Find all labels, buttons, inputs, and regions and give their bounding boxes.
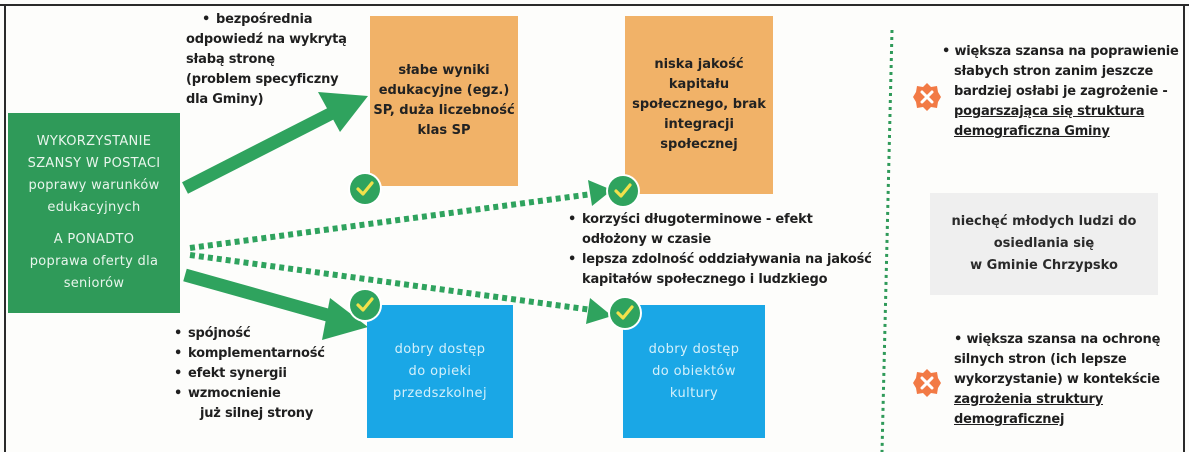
weak-education-line-4: klas SP [417,123,471,138]
social-capital-line-4: integracji [664,117,734,132]
preschool-line-2: do opieki [408,363,472,379]
weak-education-line-3: SP, duża liczebność [373,103,515,118]
synergy-item-3: efekt synergii [172,364,362,384]
x-icon-strength [913,369,941,397]
opportunity-line-4: edukacyjnych [47,200,141,215]
arrow-to-preschool [183,268,340,325]
synergy-list-note: spójność komplementarność efekt synergii… [172,324,362,424]
direct-response-line-2: odpowiedź na wykrytą [186,32,347,47]
strength-line-2: silnych stron (ich lepsze [954,352,1127,367]
synergy-item-4: wzmocnienie [172,384,362,404]
strength-link-1: zagrożenia struktury [954,392,1103,407]
young-people-line-1: niechęć młodych ludzi do [951,214,1137,229]
check-icon-social-capital [608,176,638,206]
young-people-box: niechęć młodych ludzi do osiedlania się … [930,193,1158,295]
frame-right [1183,4,1185,452]
weakness-line-1: • większa szansa na poprawienie [942,44,1179,59]
benefit-item-2: lepsza zdolność oddziaływania na jakość … [566,250,896,290]
social-capital-line-3: społecznego, brak [632,97,766,112]
preschool-line-1: dobry dostęp [394,341,486,357]
long-term-benefits-list: korzyści długoterminowe - efekt odłożony… [566,210,896,290]
social-capital-line-1: niska jakość [654,57,744,72]
x-icon-weakness [913,83,941,111]
synergy-item-2: komplementarność [172,344,362,364]
strength-protection-note: • większa szansa na ochronę silnych stro… [942,330,1182,430]
weakness-link-1: pogarszająca się struktura [954,104,1145,119]
direct-response-line-3: słabą stronę [186,52,275,67]
culture-line-1: dobry dostęp [648,341,740,357]
weakness-line-2: słabych stron zanim jeszcze [954,64,1154,79]
opportunity-line-8: seniorów [63,276,125,291]
weakness-line-3: bardziej osłabi je zagrożenie - [954,84,1168,99]
social-capital-line-2: kapitału [668,77,730,92]
culture-line-2: do obiektów [652,363,736,379]
arrowhead-culture [586,298,612,324]
opportunity-line-1: WYKORZYSTANIE [36,134,152,149]
weakness-improvement-note: • większa szansa na poprawienie słabych … [942,42,1182,142]
opportunity-line-2: SZANSY W POSTACI [27,156,161,171]
check-icon-weak-education [350,174,380,204]
opportunity-line-6: A PONADTO [53,232,135,247]
social-capital-line-5: społecznej [660,137,738,152]
young-people-line-2: osiedlania się [993,236,1095,251]
arrowhead-weak-education [318,92,368,132]
preschool-access-box: dobry dostęp do opieki przedszkolnej [367,305,513,438]
arrow-to-culture [189,252,593,313]
arrow-to-weak-education [182,104,341,194]
frame-left [4,4,6,452]
weakness-link-2: demograficzna Gminy [954,124,1110,139]
strength-line-3: wykorzystanie) w kontekście [954,372,1160,387]
direct-response-note: • bezpośrednia odpowiedź na wykrytą słab… [180,10,370,110]
young-people-line-3: w Gminie Chrzypsko [970,258,1118,273]
social-capital-box: niska jakość kapitału społecznego, brak … [625,16,773,194]
check-icon-preschool [350,290,380,320]
opportunity-line-3: poprawy warunków [28,178,160,193]
opportunity-line-7: poprawa oferty dla [29,254,159,269]
synergy-item-4-cont: już silnej strony [200,406,314,421]
benefit-item-1: korzyści długoterminowe - efekt odłożony… [566,210,896,250]
frame-top [0,4,1189,6]
synergy-item-1: spójność [172,324,362,344]
strength-link-2: demograficznej [954,412,1065,427]
synergy-list: spójność komplementarność efekt synergii… [172,324,362,404]
direct-response-line-4: (problem specyficzny [186,72,339,87]
long-term-benefits-note: korzyści długoterminowe - efekt odłożony… [566,210,896,290]
arrow-to-social-capital [189,191,593,251]
opportunity-box: WYKORZYSTANIE SZANSY W POSTACI poprawy w… [8,113,180,313]
weak-education-box: słabe wyniki edukacyjne (egz.) SP, duża … [370,16,518,186]
strength-line-1: • większa szansa na ochronę [954,332,1161,347]
direct-response-line-1: • bezpośrednia [202,12,313,27]
arrowhead-social-capital [588,180,612,206]
culture-access-box: dobry dostęp do obiektów kultury [623,305,765,438]
culture-line-3: kultury [669,385,719,401]
weak-education-line-2: edukacyjne (egz.) [378,83,510,98]
preschool-line-3: przedszkolnej [393,385,487,401]
weak-education-line-1: słabe wyniki [398,63,490,78]
check-icon-culture [610,298,640,328]
direct-response-line-5: dla Gminy) [186,92,264,107]
